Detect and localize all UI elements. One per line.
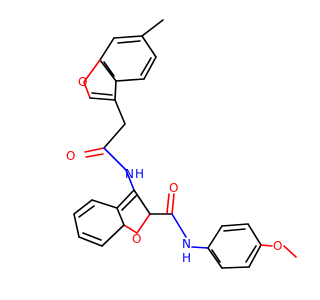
- atom-nitrogen-bottom-amide: N: [182, 237, 191, 251]
- atom-oxygen-top-furan: O: [78, 75, 87, 89]
- top-linker: [103, 99, 126, 149]
- atom-oxygen-bottom-furan: O: [132, 232, 141, 246]
- bottom-benzene-ring: [73, 199, 125, 247]
- top-furan-ring: [83, 59, 117, 101]
- top-amide: [84, 147, 127, 171]
- atom-nitrogen-top-amide: N: [125, 167, 134, 181]
- bottom-furan-ring: [116, 169, 151, 234]
- atom-oxygen-methoxy: O: [273, 239, 282, 253]
- top-benzene-ring: [99, 35, 157, 82]
- methoxyphenyl-ring: [207, 223, 262, 269]
- bottom-amide: [149, 193, 209, 249]
- atom-oxygen-bottom-amide: O: [169, 181, 178, 195]
- molecule-drawing: O O N H O O N H O: [66, 19, 297, 269]
- atom-hydrogen-bottom-amide: H: [182, 251, 191, 265]
- methoxy-group: [260, 244, 297, 258]
- top-methyl-group: [141, 19, 164, 37]
- atom-oxygen-top-amide: O: [66, 149, 75, 163]
- atom-hydrogen-top-amide: H: [135, 167, 144, 181]
- structure-diagram: O O N H O O N H O: [66, 19, 297, 269]
